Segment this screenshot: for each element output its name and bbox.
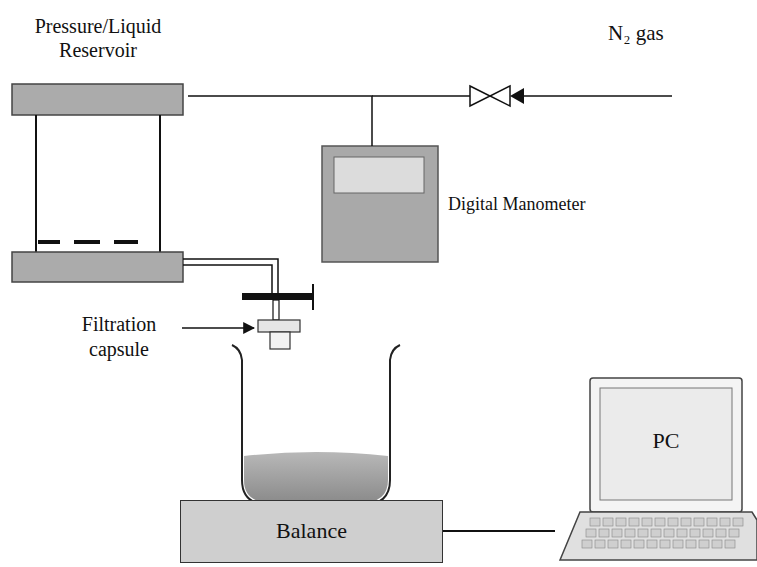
filtration-capsule: [258, 320, 300, 332]
valve-symbol: [470, 86, 490, 106]
pc-label: PC: [590, 428, 742, 454]
stopcock: [242, 293, 312, 300]
outlet-tube: [273, 300, 279, 320]
manometer-display: [334, 157, 424, 193]
reservoir-wall: [35, 115, 37, 252]
valve-symbol: [490, 86, 510, 106]
stopcock-handle: [312, 284, 314, 310]
data-cable: [443, 530, 555, 532]
leader-arrow: [182, 327, 254, 329]
laptop-keyboard: [582, 518, 743, 548]
reservoir-bottom-plate: [12, 252, 183, 282]
capsule-outlet: [270, 332, 290, 349]
balance-node: Balance: [180, 500, 443, 563]
outlet-tube: [183, 265, 272, 296]
reservoir-node: Pressure/Liquid Reservoir: [12, 8, 188, 284]
flow-arrow: [510, 88, 524, 104]
gas-line: [372, 95, 470, 97]
manometer-body: [322, 146, 438, 262]
reservoir-label: Pressure/Liquid Reservoir: [12, 8, 184, 62]
pc-node: PC: [555, 378, 757, 567]
laptop-screen-frame: [590, 378, 742, 512]
collected-liquid: [244, 452, 388, 503]
beaker: [232, 345, 400, 505]
gas-line: [188, 96, 372, 146]
reservoir-wall: [159, 115, 161, 252]
reservoir-top-plate: [12, 84, 183, 115]
reservoir-mesh: [38, 240, 138, 244]
outlet-tube: [183, 259, 278, 296]
gas-line: [524, 95, 672, 97]
balance-label: Balance: [181, 501, 442, 561]
capsule-label: Filtration capsule: [58, 312, 180, 362]
laptop-base: [560, 512, 757, 560]
digital-manometer-label: Digital Manometer: [448, 194, 585, 216]
digital-manometer-node: Digital Manometer: [322, 146, 612, 264]
gas-inlet-label: N₂ gas: [608, 20, 708, 46]
